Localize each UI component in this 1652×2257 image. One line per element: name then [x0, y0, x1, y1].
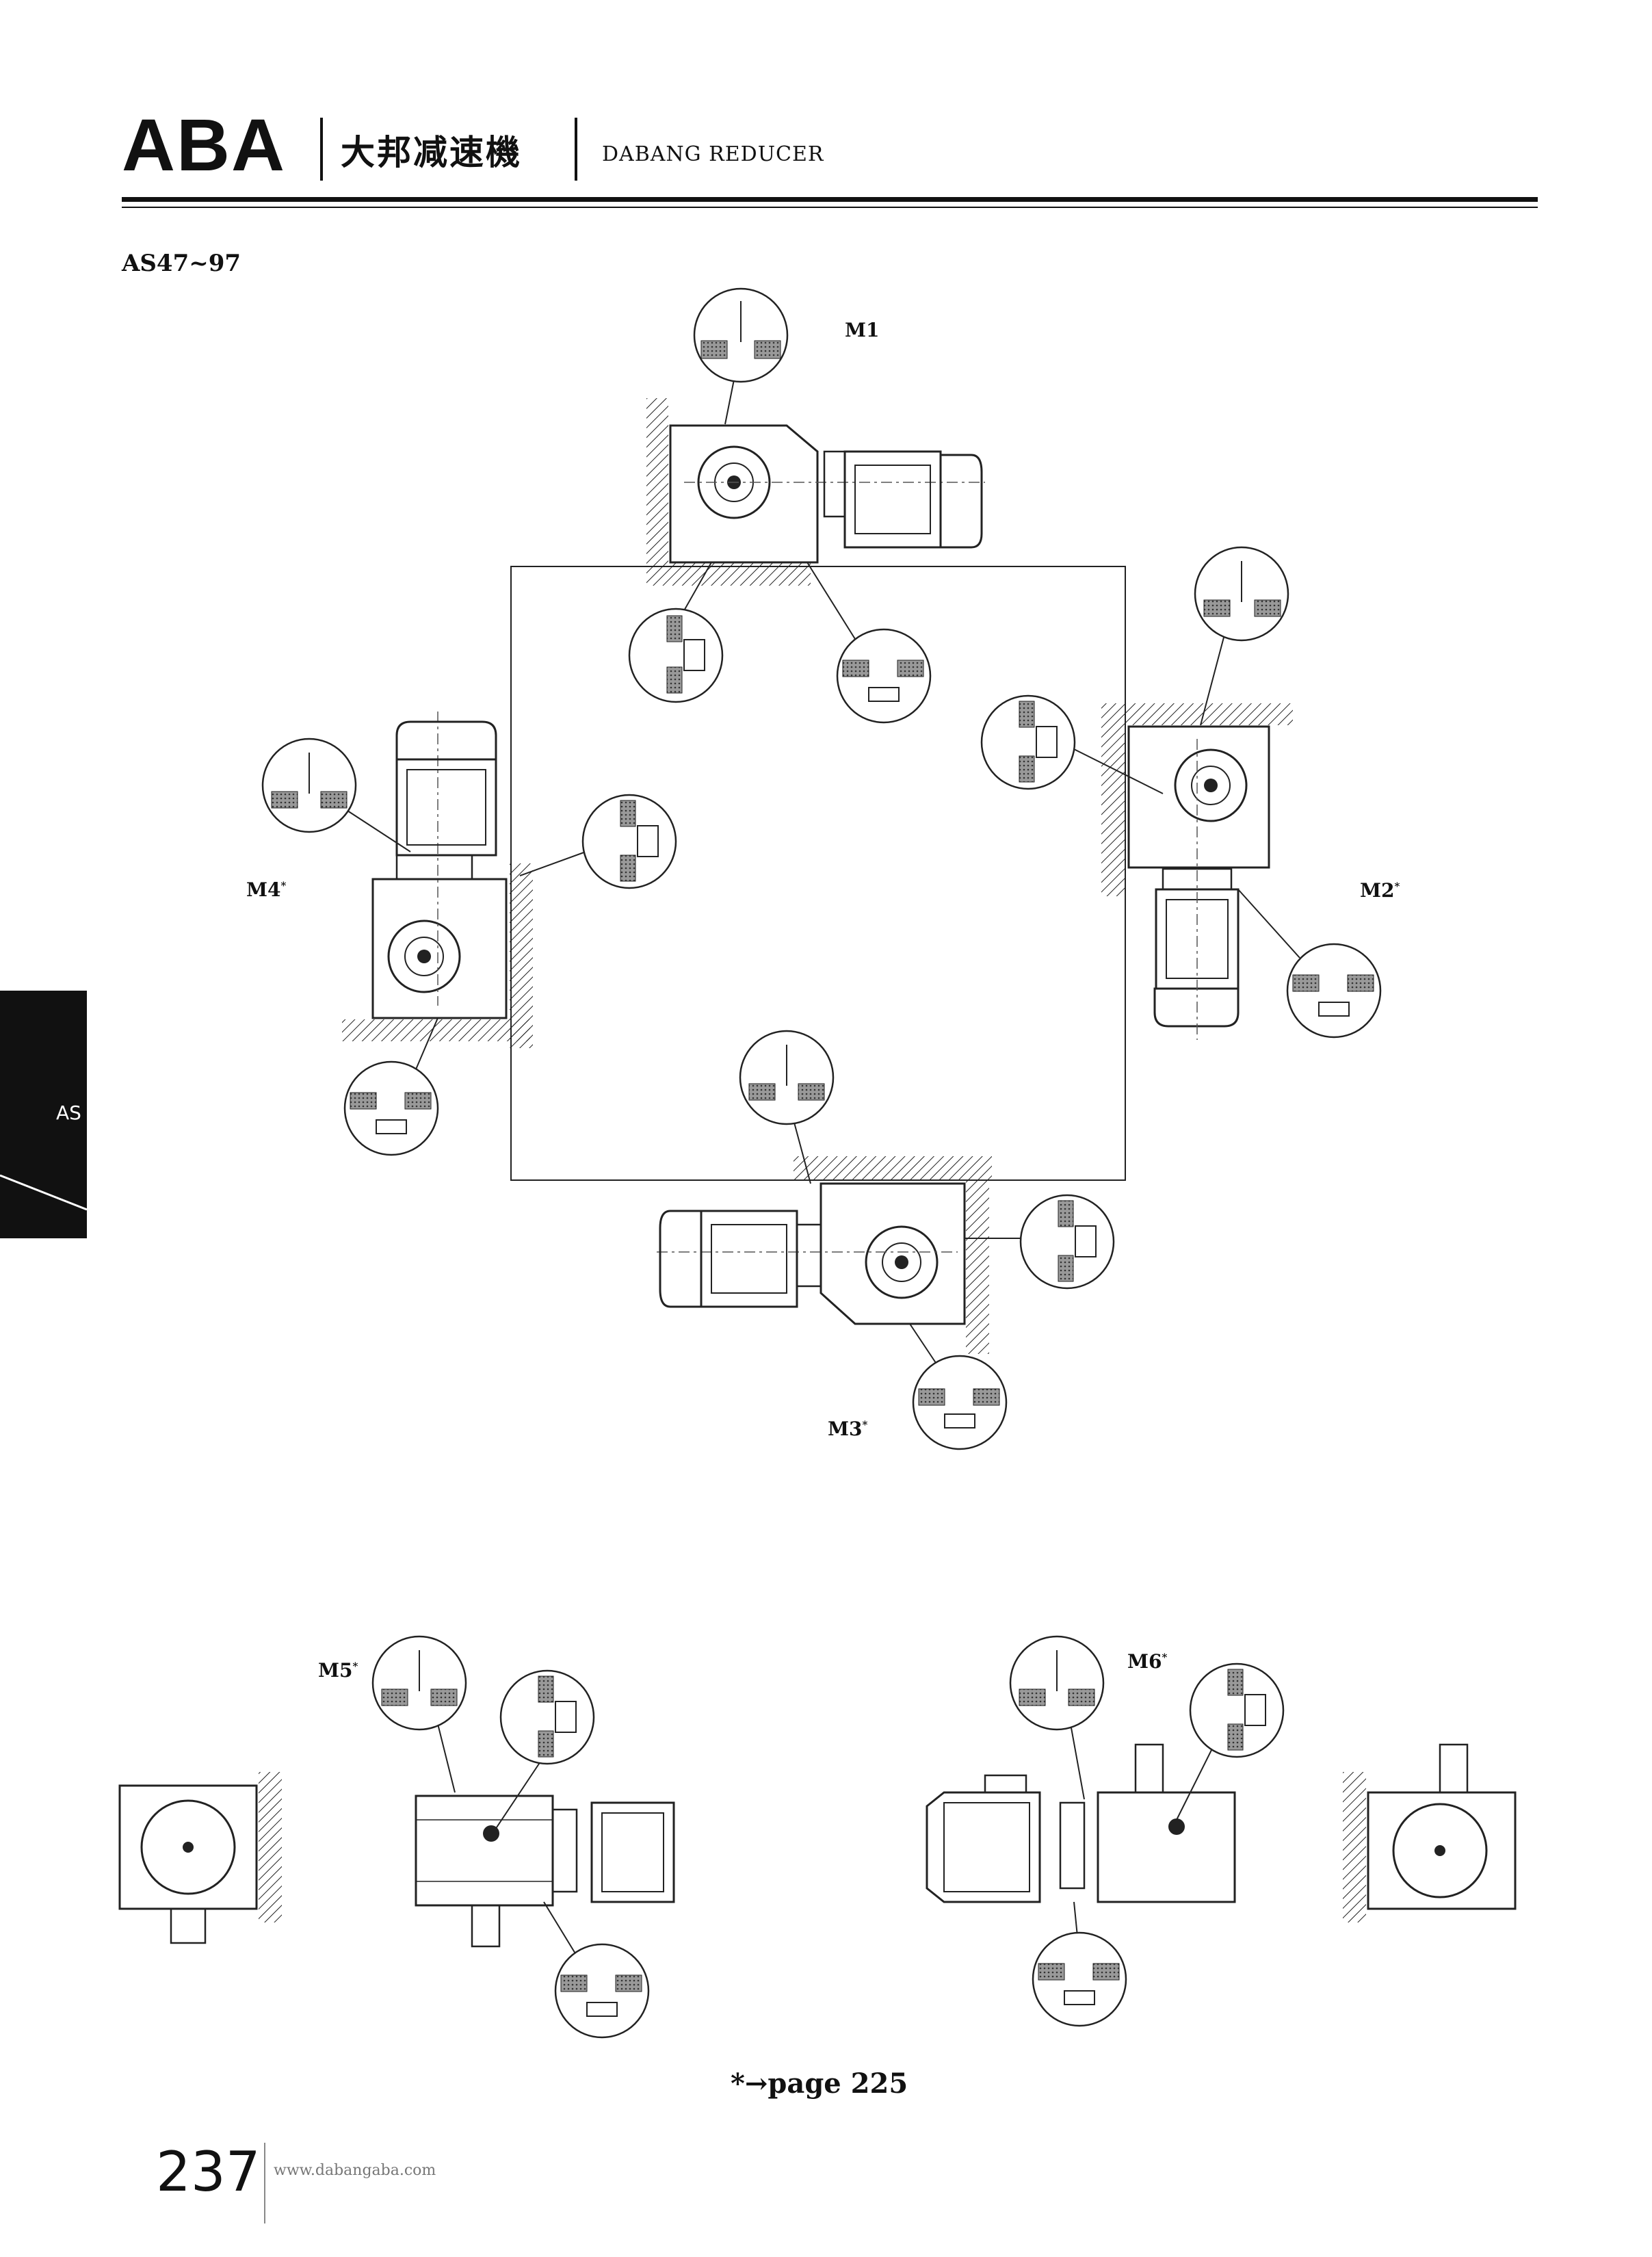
header-divider	[320, 118, 323, 181]
series-heading: AS47~97	[122, 250, 241, 277]
header-divider	[575, 118, 577, 181]
m5-star: *	[352, 1660, 358, 1673]
m4-text: M4	[246, 878, 281, 901]
position-label-m2: M2*	[1360, 879, 1400, 902]
header-rule-thick	[122, 197, 1538, 202]
detail-circle	[1019, 1194, 1115, 1290]
m2-text: M2	[1360, 879, 1395, 902]
detail-circle	[581, 794, 677, 889]
detail-circle	[343, 1060, 439, 1156]
gearbox-m6-front	[926, 1743, 1236, 1903]
detail-circle	[628, 608, 724, 703]
detail-circle	[980, 694, 1076, 790]
gearbox-m2	[1101, 703, 1293, 1040]
side-tab[interactable]	[0, 991, 87, 1238]
gearbox-m5-front	[415, 1795, 675, 1948]
detail-circle	[912, 1355, 1008, 1450]
website-link[interactable]: www.dabangaba.com	[274, 2162, 436, 2179]
position-label-m1: M1	[845, 319, 880, 341]
page-number: 237	[156, 2140, 261, 2204]
position-label-m4: M4*	[246, 878, 286, 901]
detail-circle	[836, 628, 932, 724]
gearbox-m4	[342, 712, 533, 1048]
m3-text: M3	[828, 1418, 863, 1440]
header-rule-thin	[122, 207, 1538, 208]
english-title: DABANG REDUCER	[602, 142, 824, 166]
m4-star: *	[280, 879, 287, 892]
gearbox-m3	[657, 1156, 992, 1354]
position-label-m6: M6*	[1127, 1650, 1167, 1673]
position-label-m5: M5*	[318, 1659, 358, 1682]
detail-circle	[499, 1669, 595, 1765]
detail-circle	[1189, 1662, 1285, 1758]
chinese-title: 大邦减速機	[341, 133, 522, 172]
footer-divider	[264, 2143, 265, 2223]
gearbox-m6-side	[1343, 1743, 1517, 1922]
m6-text: M6	[1127, 1650, 1162, 1673]
side-tab-stripe	[0, 1174, 87, 1211]
m2-star: *	[1394, 880, 1400, 893]
detail-circle	[554, 1943, 650, 2039]
detail-circle	[1286, 943, 1382, 1039]
m6-star: *	[1162, 1651, 1168, 1664]
m3-star: *	[862, 1418, 868, 1431]
brand-logo: ABA	[122, 103, 286, 186]
position-label-m3: M3*	[828, 1418, 867, 1440]
m5-text: M5	[318, 1659, 353, 1682]
detail-circle	[1032, 1931, 1127, 2027]
gearbox-m1	[646, 398, 985, 586]
page-reference-note[interactable]: *→page 225	[731, 2067, 908, 2100]
gearbox-m5-side	[118, 1772, 282, 1944]
side-tab-label: AS	[56, 1101, 81, 1124]
